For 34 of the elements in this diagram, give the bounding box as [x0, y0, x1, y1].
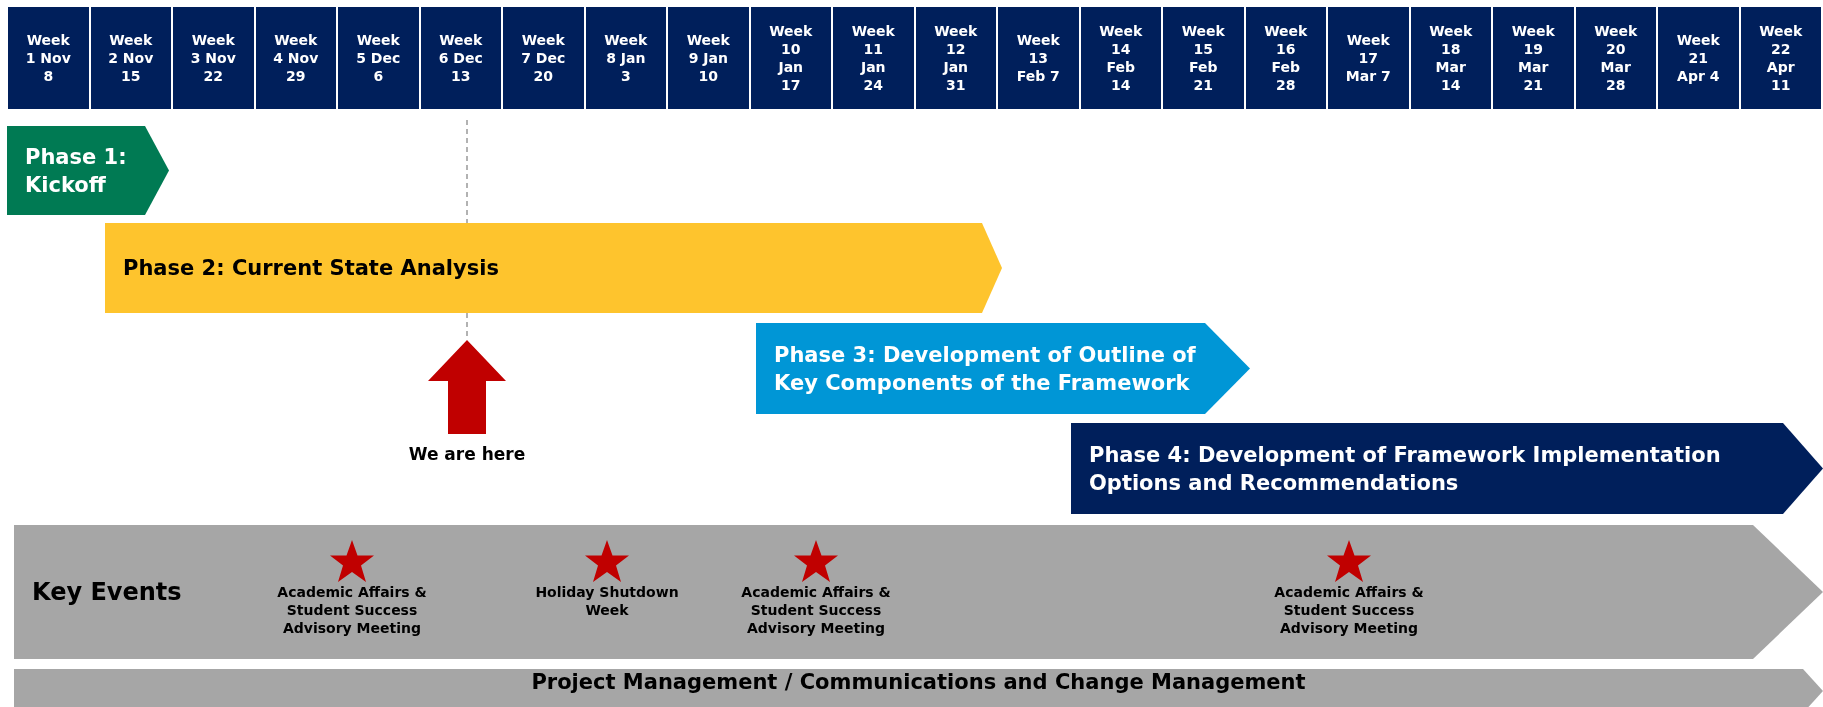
week-cell: Week 13 Feb 7: [998, 7, 1079, 109]
week-cell: Week 21 Apr 4: [1658, 7, 1739, 109]
week-cell: Week 8 Jan 3: [585, 7, 666, 109]
week-cell: Week 4 Nov 29: [255, 7, 336, 109]
week-cell: Week 1 Nov 8: [8, 7, 89, 109]
week-cell: Week 19 Mar 21: [1493, 7, 1574, 109]
week-cell: Week 22 Apr 11: [1740, 7, 1821, 109]
event-text: Academic Affairs & Student Success Advisory Meeting: [276, 583, 428, 637]
phase-banner: Phase 2: Current State Analysis: [105, 223, 1002, 313]
phase-banner: Phase 4: Development of Framework Implementation Options and Recommendations: [1071, 423, 1823, 514]
band-title: Key Events: [32, 578, 182, 606]
week-cell: Week 17 Mar 7: [1328, 7, 1409, 109]
week-cell: Week 7 Dec 20: [503, 7, 584, 109]
week-cell: Week 6 Dec 13: [420, 7, 501, 109]
week-cell: Week 15 Feb 21: [1163, 7, 1244, 109]
week-cell: Week 16 Feb 28: [1245, 7, 1326, 109]
week-cell: Week 14 Feb 14: [1080, 7, 1161, 109]
event-text: Academic Affairs & Student Success Advisory Meeting: [1273, 583, 1425, 637]
week-cell: Week 12 Jan 31: [915, 7, 996, 109]
week-cell: Week 10 Jan 17: [750, 7, 831, 109]
event-text: Academic Affairs & Student Success Advisory Meeting: [740, 583, 892, 637]
week-cell: Week 20 Mar 28: [1575, 7, 1656, 109]
week-cell: Week 3 Nov 22: [173, 7, 254, 109]
phase-banner: Phase 3: Development of Outline of Key Components of the Framework: [756, 323, 1250, 414]
week-cell: Week 18 Mar 14: [1410, 7, 1491, 109]
week-cell: Week 11 Jan 24: [833, 7, 914, 109]
events-band: [14, 525, 1823, 659]
phase-banner: Phase 1: Kickoff: [7, 126, 169, 215]
workstream-band: Project Management / Communications and Change Management: [14, 669, 1823, 707]
week-cell: Week 9 Jan 10: [668, 7, 749, 109]
week-cell: Week 5 Dec 6: [338, 7, 419, 109]
event-text: Holiday Shutdown Week: [534, 583, 680, 619]
week-cell: Week 2 Nov 15: [90, 7, 171, 109]
marker-label: We are here: [407, 444, 527, 464]
